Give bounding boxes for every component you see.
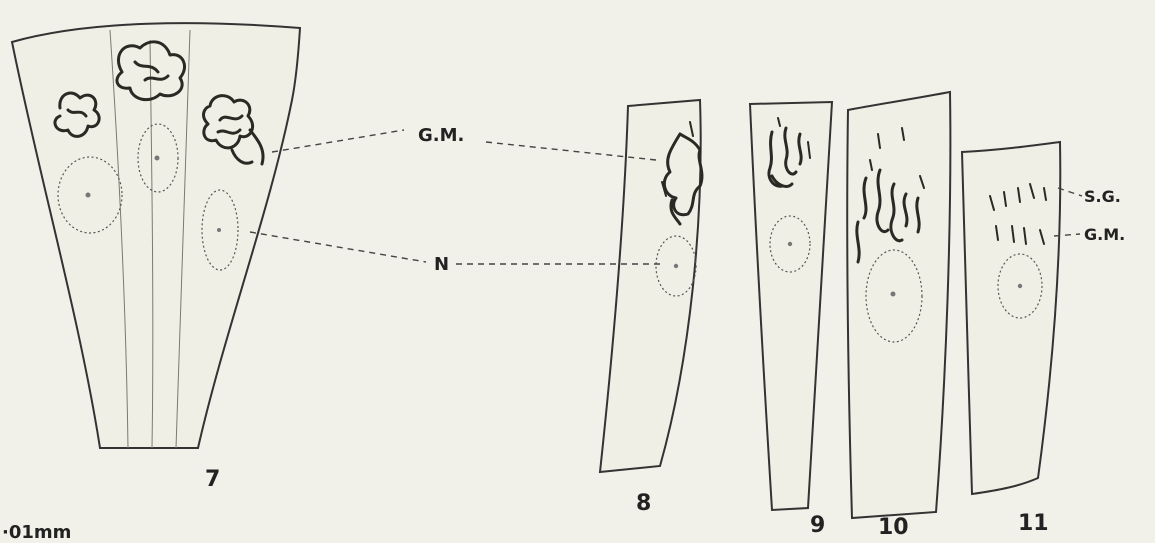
- figure-8-cell: 8: [600, 100, 702, 516]
- label-golgi-material-fig11: G.M.: [1084, 225, 1125, 244]
- figure-10-number: 10: [878, 515, 909, 540]
- golgi-leader-line-fig7: [272, 130, 404, 152]
- figure-9-cell: 9: [750, 102, 832, 538]
- figure-7-nucleolus: [86, 193, 91, 198]
- figure-9-number: 9: [810, 513, 825, 538]
- figure-7-outline: [12, 23, 300, 448]
- secretory-granules-leader-line: [1058, 188, 1082, 196]
- nucleus-leader-line-fig7: [250, 232, 426, 262]
- figure-10-nucleolus: [891, 292, 896, 297]
- figure-9-nucleolus: [788, 242, 792, 246]
- figure-8-nucleolus: [674, 264, 678, 268]
- figure-7-nucleolus: [155, 156, 160, 161]
- figure-10-outline: [847, 92, 950, 518]
- figure-10-cell: 10: [847, 92, 950, 540]
- figure-9-outline: [750, 102, 832, 510]
- scale-bar-label: ·01mm: [2, 522, 71, 543]
- figure-7-number: 7: [205, 467, 220, 492]
- figure-11-number: 11: [1018, 511, 1049, 536]
- figure-7-nucleolus: [217, 228, 221, 232]
- label-golgi-material: G.M.: [418, 125, 464, 146]
- figure-11-nucleolus: [1018, 284, 1022, 288]
- figure-8-outline: [600, 100, 701, 472]
- figure-11-cell: 11: [962, 142, 1060, 536]
- figure-7-cell-group: 7: [12, 23, 300, 492]
- label-nucleus: N: [434, 254, 449, 275]
- label-secretory-granules: S.G.: [1084, 187, 1121, 206]
- figure-8-number: 8: [636, 491, 651, 516]
